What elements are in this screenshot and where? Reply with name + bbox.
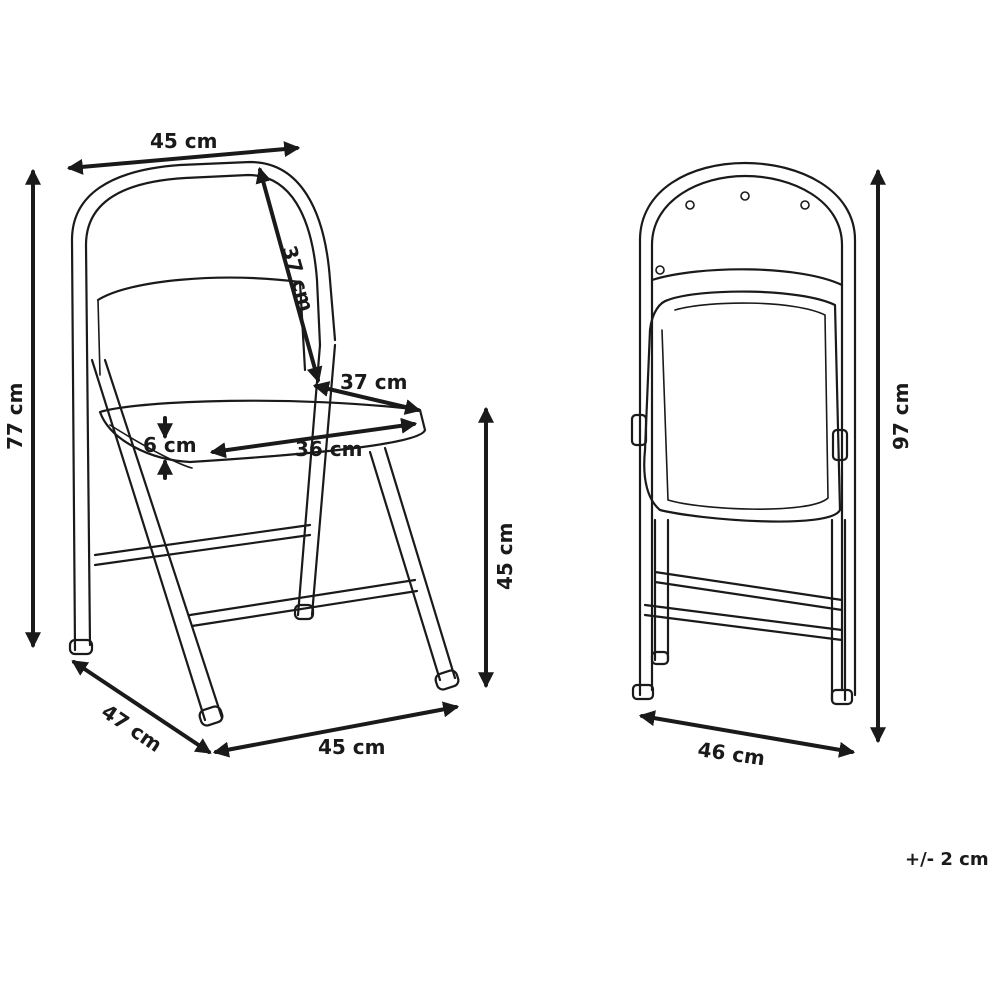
folded-back-frame	[638, 161, 857, 697]
dim-line-backrest-height	[255, 166, 323, 384]
front-leg-right	[368, 446, 457, 682]
foot-cap	[293, 603, 315, 621]
foot-cap	[434, 669, 460, 691]
cross-bar-back	[93, 523, 312, 567]
foot-cap	[68, 638, 94, 656]
hinge	[831, 428, 849, 462]
front-leg-left	[90, 358, 224, 722]
rivet	[740, 191, 750, 201]
label-folded-height: 97 cm	[889, 383, 913, 451]
folded-seat	[643, 290, 842, 523]
label-seat-width: 36 cm	[295, 437, 363, 461]
cross-bar-front	[188, 578, 419, 628]
foot-cap	[631, 683, 655, 701]
label-seat-depth: 37 cm	[340, 370, 408, 394]
label-tolerance: +/- 2 cm	[905, 849, 989, 870]
label-seat-height: 45 cm	[493, 523, 517, 591]
label-width-base: 45 cm	[318, 735, 386, 759]
folded-cross-bar	[653, 570, 844, 612]
folded-chair	[630, 161, 857, 706]
label-backrest-height: 37 cm	[277, 243, 319, 315]
label-depth-base: 47 cm	[97, 699, 166, 757]
dim-line-depth-base	[71, 660, 212, 754]
dimension-lines	[25, 141, 886, 758]
dim-line-seat-depth	[312, 381, 422, 415]
rivet	[685, 200, 695, 210]
backrest-panel	[96, 276, 307, 372]
label-width-top: 45 cm	[150, 129, 218, 153]
chair-back-frame	[70, 160, 337, 652]
hinge	[630, 413, 648, 447]
dim-line-seat-width	[209, 417, 418, 459]
foot-cap	[650, 650, 670, 666]
rivet	[800, 200, 810, 210]
dim-line-width-base	[212, 701, 460, 758]
foot-cap	[830, 688, 854, 706]
label-total-height: 77 cm	[3, 383, 27, 451]
label-seat-thickness: 6 cm	[143, 433, 197, 457]
label-folded-width: 46 cm	[696, 737, 766, 770]
dim-line-width-top	[66, 141, 301, 175]
dim-line-folded-width	[638, 710, 856, 758]
